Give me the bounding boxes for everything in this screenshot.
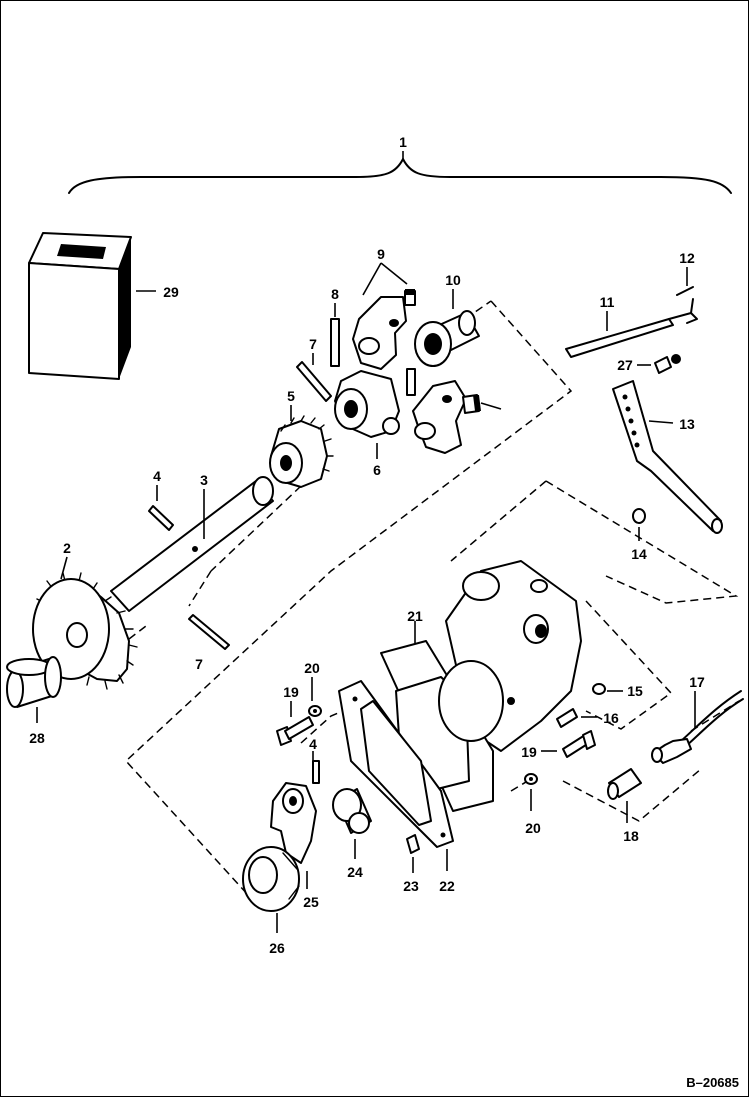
part-13-lever-arm <box>612 380 723 534</box>
callout-17: 17 <box>689 674 705 690</box>
part-4-pin-lower <box>312 751 320 784</box>
callout-4-upper: 4 <box>153 468 161 484</box>
callout-4-lower: 4 <box>309 736 317 752</box>
part-22-gasket <box>338 680 454 871</box>
part-7-pin-upper <box>296 353 332 402</box>
dashed-boundary-cable <box>562 700 740 822</box>
callout-20-upper: 20 <box>304 660 320 676</box>
callout-15: 15 <box>627 683 643 699</box>
callout-2: 2 <box>63 540 71 556</box>
part-25-lever <box>270 782 317 889</box>
callout-18: 18 <box>623 828 639 844</box>
part-9-linkage-upper <box>352 262 416 370</box>
part-15-nut <box>592 683 623 695</box>
callout-29: 29 <box>163 284 179 300</box>
part-19-bolt-upper <box>276 701 314 746</box>
part-6-lever <box>334 370 400 459</box>
pin-unlabeled <box>406 368 416 396</box>
part-19-bolt-lower <box>541 730 596 758</box>
callout-13: 13 <box>679 416 695 432</box>
part-5-gear <box>269 405 334 488</box>
part-21-housing <box>380 560 582 812</box>
dashed-boundary-main <box>124 300 573 897</box>
callout-14: 14 <box>631 546 647 562</box>
part-29-block <box>28 232 156 380</box>
part-20-washer-lower <box>524 773 538 811</box>
part-3-shaft <box>110 476 274 612</box>
callout-26: 26 <box>269 940 285 956</box>
callout-28: 28 <box>29 730 45 746</box>
part-10-bushing <box>414 289 480 367</box>
callout-12: 12 <box>679 250 695 266</box>
dashed-boundary-top <box>432 300 492 342</box>
part-9-linkage-lower <box>412 380 502 454</box>
callout-24: 24 <box>347 864 363 880</box>
callout-3: 3 <box>200 472 208 488</box>
part-2-gear <box>32 556 138 690</box>
callout-6: 6 <box>373 462 381 478</box>
callout-25: 25 <box>303 894 319 910</box>
callout-11: 11 <box>600 294 615 310</box>
part-26-seal <box>242 846 300 933</box>
callout-5: 5 <box>287 388 295 404</box>
part-27-bolt <box>637 354 681 374</box>
part-14-ring <box>632 508 646 541</box>
callout-27: 27 <box>617 357 633 373</box>
dashed-boundary-upper <box>210 485 302 572</box>
part-24-bushing <box>332 788 372 859</box>
part-12-clip <box>676 286 694 296</box>
callout-23: 23 <box>403 878 419 894</box>
part-7-pin-lower <box>188 614 230 650</box>
dashed-boundary-pins <box>128 570 212 640</box>
callout-22: 22 <box>439 878 455 894</box>
figure-code: B–20685 <box>686 1075 739 1090</box>
callout-9: 9 <box>377 246 385 262</box>
part-23-dowel <box>406 834 420 854</box>
callout-19-upper: 19 <box>283 684 299 700</box>
part-16-screw <box>556 708 597 728</box>
callout-19-lower: 19 <box>521 744 537 760</box>
part-8-pin <box>330 303 340 367</box>
part-20-washer-upper <box>308 677 322 717</box>
callout-10: 10 <box>445 272 461 288</box>
dashed-boundary-lower-right <box>585 600 673 730</box>
part-4-pin-upper <box>148 485 174 531</box>
part-18-fitting <box>607 768 642 823</box>
dashed-boundary-right <box>450 480 739 604</box>
callout-8: 8 <box>331 286 339 302</box>
callout-7-upper: 7 <box>309 336 317 352</box>
callout-7-lower: 7 <box>195 656 203 672</box>
callout-20-lower: 20 <box>525 820 541 836</box>
callout-16: 16 <box>603 710 619 726</box>
part-17-cable <box>651 690 744 764</box>
part-28-bushing <box>6 656 62 723</box>
part-11-rod <box>565 298 698 358</box>
assembly-brace <box>68 158 732 194</box>
callout-1: 1 <box>399 134 407 150</box>
callout-21: 21 <box>407 608 423 624</box>
